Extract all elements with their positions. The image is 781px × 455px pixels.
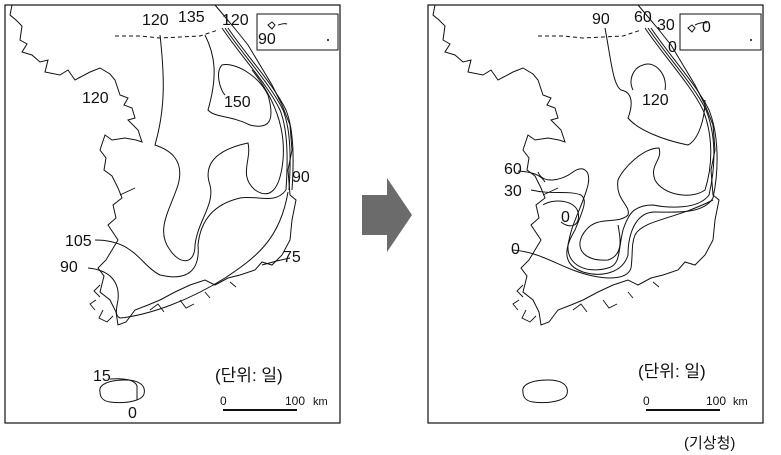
left-isoline-label: 90 — [292, 169, 310, 186]
right-arrow-icon — [362, 178, 412, 252]
right-unit-label: (단위: 일) — [638, 362, 706, 381]
left-inset-label: 90 — [258, 31, 276, 48]
left-isoline-label: 75 — [283, 249, 301, 266]
right-map — [427, 4, 764, 424]
left-isoline-label: 105 — [65, 233, 92, 250]
right-coastline — [432, 4, 720, 404]
left-scale-start: 0 — [220, 394, 227, 408]
right-isoline-label: 30 — [504, 183, 522, 200]
right-isoline-label: 60 — [634, 9, 652, 26]
left-isoline-label: 120 — [82, 90, 109, 107]
left-isoline-label: 0 — [128, 405, 137, 422]
left-inset-box — [256, 13, 339, 51]
right-map-frame — [427, 4, 764, 424]
left-isoline-label: 135 — [178, 9, 205, 26]
right-isoline-label: 60 — [504, 161, 522, 178]
left-scale-unit: km — [313, 396, 328, 408]
right-isoline-label: 0 — [561, 209, 570, 226]
right-isoline-label: 90 — [592, 11, 610, 28]
left-isoline-label: 120 — [222, 12, 249, 29]
left-coastline — [9, 4, 297, 404]
right-isoline-label: 0 — [511, 241, 520, 258]
left-isoline-label: 150 — [224, 94, 251, 111]
left-scale-end: 100 — [285, 394, 306, 408]
left-unit-label: (단위: 일) — [215, 366, 283, 385]
left-map — [4, 4, 341, 424]
right-scale-start: 0 — [643, 394, 650, 408]
right-isoline-label: 0 — [668, 39, 677, 56]
source-label: (기상청) — [684, 435, 736, 452]
left-isolines — [87, 27, 294, 400]
right-isolines — [512, 27, 718, 279]
left-isoline-label: 120 — [142, 12, 169, 29]
right-scale-end: 100 — [706, 394, 727, 408]
right-inset-label: 0 — [702, 19, 711, 36]
right-inset-box — [679, 13, 762, 51]
right-scale-unit: km — [733, 396, 748, 408]
left-map-frame — [4, 4, 341, 424]
left-isoline-label: 90 — [60, 259, 78, 276]
right-isoline-label: 30 — [657, 17, 675, 34]
right-isoline-label: 120 — [642, 92, 669, 109]
left-isoline-label: 15 — [93, 368, 111, 385]
